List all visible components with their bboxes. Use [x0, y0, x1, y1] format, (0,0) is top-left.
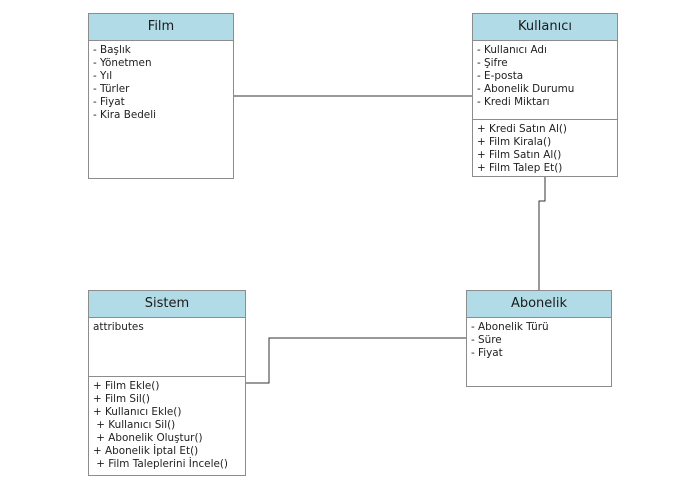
- class-sistem[interactable]: Sistem attributes + Film Ekle() + Film S…: [88, 290, 246, 476]
- attribute: - Türler: [93, 83, 130, 95]
- attribute: - Fiyat: [93, 96, 125, 108]
- attribute: - Başlık: [93, 44, 131, 56]
- class-film-name: Film: [89, 14, 233, 41]
- class-abonelik[interactable]: Abonelik - Abonelik Türü - Süre - Fiyat: [466, 290, 612, 387]
- class-kullanici[interactable]: Kullanıcı - Kullanıcı Adı - Şifre - E-po…: [472, 13, 618, 177]
- attribute: - Kredi Miktarı: [477, 96, 550, 108]
- method: + Abonelik Oluştur(): [93, 432, 203, 444]
- method: + Film Taleplerini İncele(): [93, 458, 228, 470]
- class-film[interactable]: Film - Başlık - Yönetmen - Yıl - Türler …: [88, 13, 234, 179]
- attribute: - Abonelik Türü: [471, 321, 549, 333]
- method: + Kullanıcı Ekle(): [93, 406, 182, 418]
- class-sistem-name: Sistem: [89, 291, 245, 318]
- attribute: - Abonelik Durumu: [477, 83, 575, 95]
- class-kullanici-methods: + Kredi Satın Al() + Film Kirala() + Fil…: [473, 119, 617, 175]
- class-abonelik-name: Abonelik: [467, 291, 611, 318]
- attribute: - Kira Bedeli: [93, 109, 156, 121]
- class-abonelik-attributes: - Abonelik Türü - Süre - Fiyat: [467, 318, 611, 360]
- sistem-abonelik-connector: [245, 337, 467, 384]
- class-film-attributes: - Başlık - Yönetmen - Yıl - Türler - Fiy…: [89, 41, 233, 122]
- method: + Kullanıcı Sil(): [93, 419, 176, 431]
- class-kullanici-attributes: - Kullanıcı Adı - Şifre - E-posta - Abon…: [473, 41, 617, 119]
- method: + Film Ekle(): [93, 380, 160, 392]
- attribute: attributes: [93, 321, 144, 333]
- method: + Film Sil(): [93, 393, 150, 405]
- attribute: - Yıl: [93, 70, 113, 82]
- class-sistem-attributes: attributes: [89, 318, 245, 376]
- method: + Film Talep Et(): [477, 162, 563, 174]
- attribute: - Yönetmen: [93, 57, 152, 69]
- class-sistem-methods: + Film Ekle() + Film Sil() + Kullanıcı E…: [89, 376, 245, 471]
- attribute: - E-posta: [477, 70, 524, 82]
- attribute: - Fiyat: [471, 347, 503, 359]
- method: + Film Kirala(): [477, 136, 552, 148]
- class-kullanici-name: Kullanıcı: [473, 14, 617, 41]
- method: + Film Satın Al(): [477, 149, 562, 161]
- attribute: - Şifre: [477, 57, 508, 69]
- method: + Abonelik İptal Et(): [93, 445, 199, 457]
- kullanici-abonelik-connector: [538, 177, 546, 290]
- attribute: - Süre: [471, 334, 502, 346]
- attribute: - Kullanıcı Adı: [477, 44, 547, 56]
- method: + Kredi Satın Al(): [477, 123, 567, 135]
